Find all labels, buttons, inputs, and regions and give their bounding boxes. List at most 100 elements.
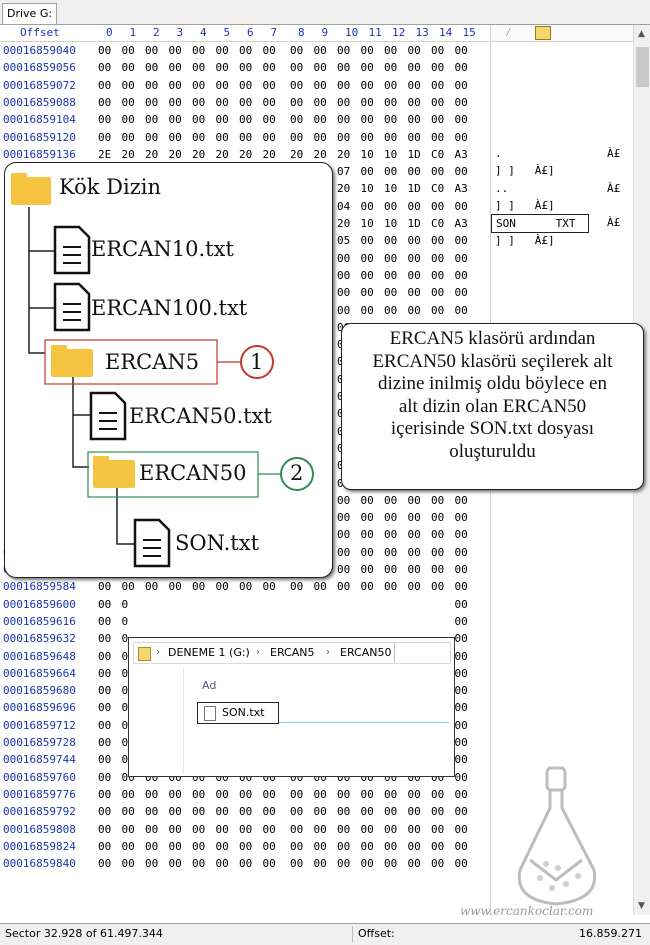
hex-byte[interactable]: 00 <box>337 130 351 144</box>
hex-byte[interactable]: 00 <box>98 839 112 853</box>
hex-byte[interactable]: 00 <box>384 493 398 507</box>
hex-byte[interactable]: 00 <box>454 95 468 109</box>
hex-byte[interactable]: 00 <box>454 545 468 559</box>
hex-byte[interactable]: 00 <box>215 787 229 801</box>
hex-byte[interactable]: 00 <box>454 44 468 57</box>
hex-byte[interactable]: 00 <box>384 839 398 853</box>
hex-byte[interactable]: 00 <box>454 286 468 300</box>
hex-byte[interactable]: 00 <box>98 597 112 611</box>
hex-byte[interactable]: 00 <box>360 61 374 75</box>
hex-byte[interactable]: 00 <box>290 822 304 836</box>
hex-byte[interactable]: 00 <box>384 511 398 525</box>
hex-byte[interactable]: 00 <box>215 822 229 836</box>
breadcrumb-drive[interactable]: DENEME 1 (G:) <box>168 646 250 659</box>
hex-byte[interactable]: 00 <box>360 580 374 594</box>
hex-byte[interactable]: 00 <box>431 857 445 871</box>
hex-byte[interactable]: 00 <box>145 822 159 836</box>
hex-byte[interactable]: 00 <box>384 78 398 92</box>
hex-byte[interactable]: 1D <box>407 147 421 161</box>
hex-byte[interactable]: 00 <box>407 199 421 213</box>
hex-byte[interactable]: 00 <box>431 545 445 559</box>
hex-byte[interactable]: 00 <box>454 234 468 248</box>
hex-byte[interactable]: A3 <box>454 182 468 196</box>
hex-byte[interactable]: 00 <box>262 95 276 109</box>
hex-byte[interactable]: C0 <box>431 147 445 161</box>
hex-byte[interactable]: 1D <box>407 217 421 230</box>
hex-byte[interactable]: 00 <box>454 857 468 871</box>
hex-byte[interactable]: 00 <box>384 286 398 300</box>
hex-byte[interactable]: 00 <box>290 61 304 75</box>
file-row-son[interactable]: SON.txt <box>197 702 279 724</box>
hex-byte[interactable]: 00 <box>337 113 351 127</box>
hex-byte[interactable]: 00 <box>262 61 276 75</box>
hex-byte[interactable]: 00 <box>168 61 182 75</box>
hex-byte[interactable]: 0 <box>121 666 129 680</box>
hex-byte[interactable]: 00 <box>454 268 468 282</box>
hex-byte[interactable]: 00 <box>192 95 206 109</box>
hex-byte[interactable]: 00 <box>454 839 468 853</box>
hex-byte[interactable]: 00 <box>454 199 468 213</box>
hex-byte[interactable]: 00 <box>384 580 398 594</box>
hex-byte[interactable]: 20 <box>215 147 229 161</box>
hex-byte[interactable]: 00 <box>192 44 206 57</box>
hex-byte[interactable]: 00 <box>360 839 374 853</box>
hex-byte[interactable]: C0 <box>431 182 445 196</box>
hex-byte[interactable]: 00 <box>407 303 421 317</box>
hex-byte[interactable]: 00 <box>431 286 445 300</box>
hex-byte[interactable]: 00 <box>337 268 351 282</box>
breadcrumb-ercan5[interactable]: ERCAN5 <box>270 646 315 659</box>
text-row[interactable]: ] ] À£] <box>495 162 631 179</box>
hex-byte[interactable]: 00 <box>290 113 304 127</box>
hex-byte[interactable]: 00 <box>360 787 374 801</box>
hex-byte[interactable]: 00 <box>454 78 468 92</box>
hex-byte[interactable]: 00 <box>168 95 182 109</box>
hex-byte[interactable]: 00 <box>360 268 374 282</box>
hex-byte[interactable]: 00 <box>98 701 112 715</box>
hex-byte[interactable]: 00 <box>384 165 398 179</box>
hex-byte[interactable]: 00 <box>431 113 445 127</box>
hex-byte[interactable]: 00 <box>454 511 468 525</box>
hex-byte[interactable]: 00 <box>407 493 421 507</box>
hex-byte[interactable]: 20 <box>192 147 206 161</box>
hex-byte[interactable]: 00 <box>407 78 421 92</box>
address-bar[interactable]: › DENEME 1 (G:) › ERCAN5 › ERCAN50 <box>133 642 451 664</box>
hex-byte[interactable]: 00 <box>384 199 398 213</box>
hex-byte[interactable]: 20 <box>262 147 276 161</box>
hex-byte[interactable]: 00 <box>431 580 445 594</box>
hex-byte[interactable]: 00 <box>407 130 421 144</box>
hex-byte[interactable]: 00 <box>262 822 276 836</box>
hex-byte[interactable]: 00 <box>98 95 112 109</box>
hex-byte[interactable]: 00 <box>360 251 374 265</box>
hex-byte[interactable]: 00 <box>239 113 253 127</box>
name-column-header[interactable]: Ad <box>202 679 217 692</box>
hex-byte[interactable]: 00 <box>431 563 445 576</box>
hex-byte[interactable]: 00 <box>192 61 206 75</box>
hex-byte[interactable]: 00 <box>360 545 374 559</box>
hex-byte[interactable]: 07 <box>337 165 351 179</box>
hex-byte[interactable]: 00 <box>215 839 229 853</box>
hex-byte[interactable]: 0 <box>121 718 129 732</box>
scroll-up-icon[interactable]: ▲ <box>638 29 645 39</box>
hex-byte[interactable]: 00 <box>239 805 253 819</box>
hex-byte[interactable]: 00 <box>313 78 327 92</box>
hex-byte[interactable]: 10 <box>384 182 398 196</box>
hex-byte[interactable]: 00 <box>121 787 135 801</box>
hex-byte[interactable]: 00 <box>192 130 206 144</box>
hex-byte[interactable]: 00 <box>454 632 468 646</box>
hex-byte[interactable]: C0 <box>431 217 445 230</box>
hex-byte[interactable]: 0 <box>121 632 129 646</box>
hex-byte[interactable]: 00 <box>407 545 421 559</box>
hex-byte[interactable]: 00 <box>239 580 253 594</box>
hex-byte[interactable]: 00 <box>454 787 468 801</box>
hex-byte[interactable]: 10 <box>360 217 374 230</box>
hex-byte[interactable]: 00 <box>360 95 374 109</box>
hex-byte[interactable]: 00 <box>168 113 182 127</box>
hex-byte[interactable]: 00 <box>313 61 327 75</box>
hex-byte[interactable]: 00 <box>262 130 276 144</box>
hex-byte[interactable]: 00 <box>431 165 445 179</box>
hex-byte[interactable]: 00 <box>337 545 351 559</box>
hex-byte[interactable]: 00 <box>454 805 468 819</box>
hex-byte[interactable]: 00 <box>313 857 327 871</box>
hex-byte[interactable]: 00 <box>215 805 229 819</box>
hex-byte[interactable]: 00 <box>454 666 468 680</box>
